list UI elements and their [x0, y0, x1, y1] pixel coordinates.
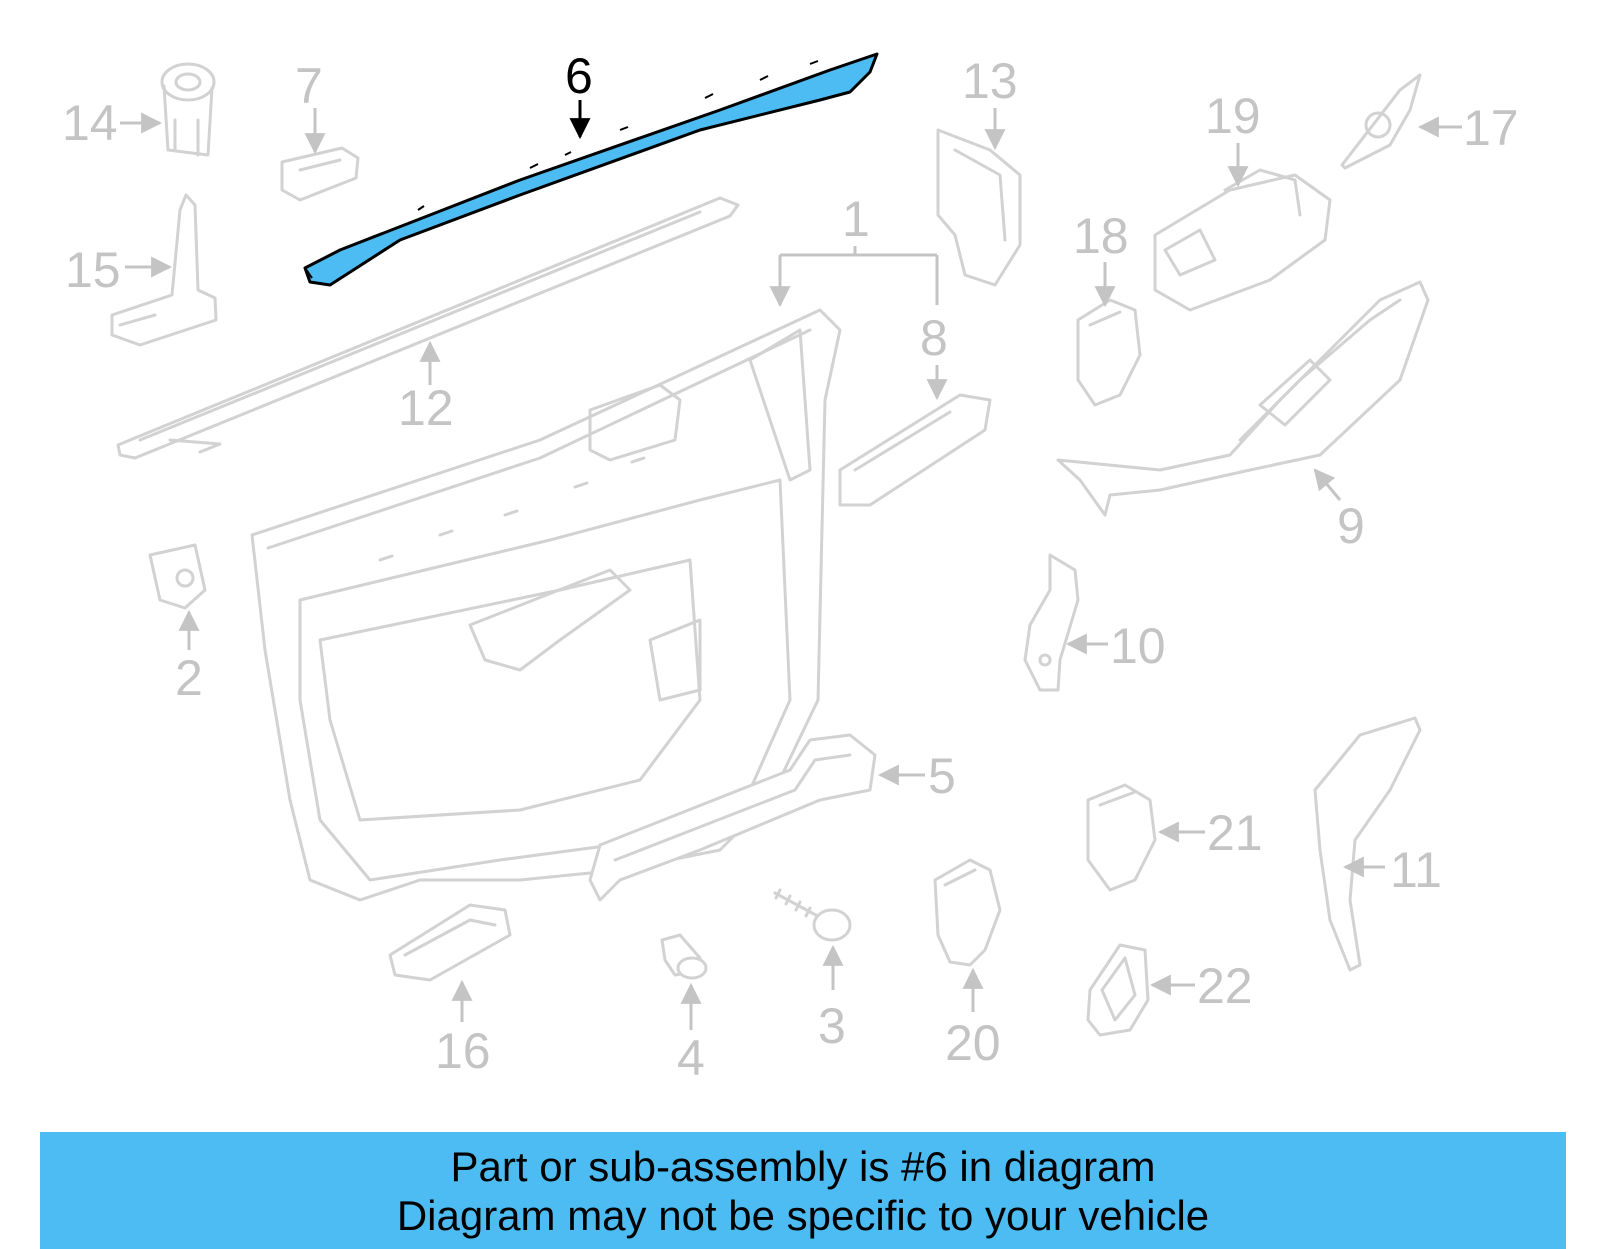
callout-9: 9 — [1337, 498, 1365, 554]
part-6-belt-molding — [303, 52, 879, 287]
leader-lines — [120, 100, 1462, 1030]
part-18-switch — [1076, 298, 1142, 407]
part-12-weatherstrip — [116, 196, 740, 460]
callout-11: 11 — [1390, 842, 1442, 898]
banner-line-2: Diagram may not be specific to your vehi… — [396, 1192, 1210, 1239]
part-21-switch — [1086, 783, 1157, 892]
part-10-bracket — [1023, 553, 1080, 692]
callout-3: 3 — [818, 998, 846, 1054]
callout-6: 6 — [565, 48, 593, 104]
callout-7: 7 — [295, 58, 323, 114]
part-8-bezel — [838, 393, 992, 507]
callout-8: 8 — [920, 310, 948, 366]
callout-20: 20 — [945, 1015, 1001, 1071]
part-16-handle — [388, 903, 512, 982]
info-banner: Part or sub-assembly is #6 in diagram Di… — [40, 1132, 1566, 1249]
part-19-switch-assembly — [1153, 168, 1332, 312]
part-3-screw — [773, 888, 852, 942]
part-9-armrest-bezel — [1056, 280, 1430, 517]
callout-2: 2 — [175, 650, 203, 706]
callout-14: 14 — [62, 95, 118, 151]
part-22-bezel — [1086, 943, 1150, 1037]
part-2-clip — [148, 543, 207, 610]
callout-15: 15 — [65, 242, 121, 298]
callout-19: 19 — [1205, 88, 1261, 144]
callout-13: 13 — [962, 53, 1018, 109]
callout-17: 17 — [1463, 100, 1519, 156]
part-17-switch — [1340, 73, 1422, 170]
callout-22: 22 — [1197, 958, 1253, 1014]
callout-16: 16 — [435, 1023, 491, 1079]
part-7-clip — [280, 146, 360, 202]
part-20-switch — [933, 858, 1002, 967]
callout-18: 18 — [1073, 208, 1129, 264]
callout-10: 10 — [1110, 618, 1166, 674]
callout-1: 1 — [842, 191, 870, 247]
callout-21: 21 — [1207, 805, 1263, 861]
callout-labels: 6 7 14 15 12 13 19 17 18 1 8 9 10 2 5 21… — [62, 48, 1519, 1086]
part-13-bracket — [936, 128, 1022, 287]
callout-12: 12 — [398, 380, 454, 436]
part-15-pin — [110, 193, 218, 347]
callout-4: 4 — [677, 1030, 705, 1086]
banner-line-1: Part or sub-assembly is #6 in diagram — [450, 1143, 1156, 1190]
part-14-clip — [160, 62, 216, 157]
callout-5: 5 — [928, 748, 956, 804]
part-4-nut — [660, 933, 708, 980]
part-5-pull-cup — [588, 733, 877, 902]
